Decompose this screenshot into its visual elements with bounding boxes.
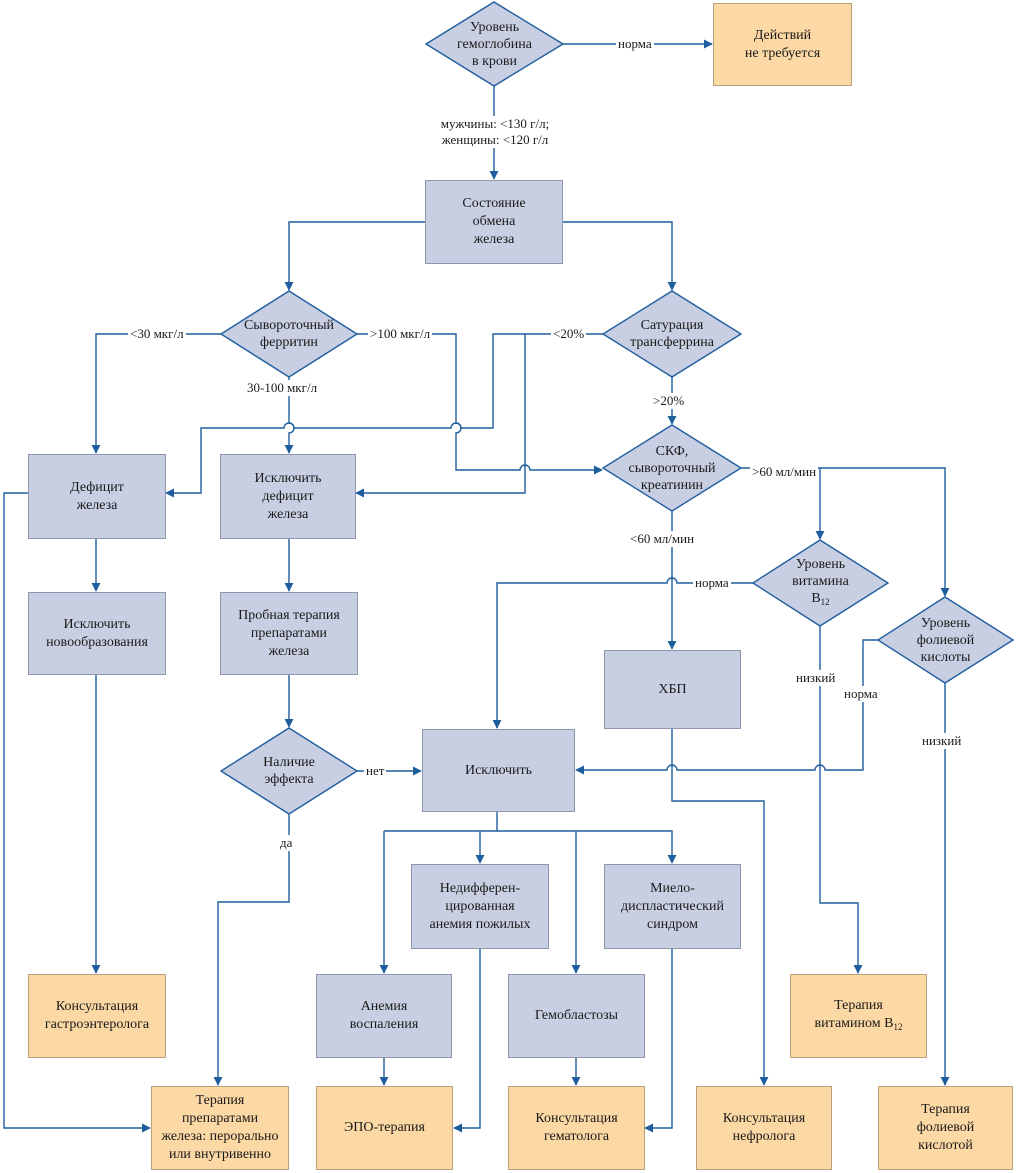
edge-ferritin-low xyxy=(91,333,221,454)
box-exclude-iron-deficiency: Исключить дефицит железа xyxy=(220,454,356,539)
label-ferritin-mid: 30-100 мкг/л xyxy=(245,380,320,396)
label-hb-norm: норма xyxy=(616,36,654,52)
box-myelodysplastic-syndrome: Миело- диспластический синдром xyxy=(604,864,741,949)
label-effect-no: нет xyxy=(364,763,387,779)
terminal-folate-therapy: Терапия фолиевой кислотой xyxy=(878,1086,1013,1170)
edge-b12-norm xyxy=(492,577,753,729)
decision-b12-level: Уровень витамина B12 xyxy=(753,540,888,626)
label-b12-low: низкий xyxy=(794,670,838,686)
terminal-gastroenterologist-consult: Консультация гастроэнтеролога xyxy=(28,974,166,1058)
label-folate-norm: норма xyxy=(842,686,880,702)
label-ferritin-low: <30 мкг/л xyxy=(128,326,186,342)
edge-tsat-low xyxy=(165,333,603,498)
b12-therapy-text: Терапия витамином B xyxy=(814,997,894,1031)
b12-level-text: Уровень витамина B xyxy=(792,556,849,606)
terminal-iron-therapy: Терапия препаратами железа: перорально и… xyxy=(151,1086,289,1170)
edge-ferritin-high xyxy=(357,333,603,475)
box-exclude: Исключить xyxy=(422,729,575,812)
decision-transferrin-saturation: Сатурация трансферрина xyxy=(630,318,714,350)
edge-effect-yes xyxy=(213,814,290,1086)
edge-iron-ferritin xyxy=(284,221,425,291)
terminal-hematologist-consult: Консультация гематолога xyxy=(508,1086,645,1170)
box-ckd: ХБП xyxy=(604,650,741,729)
decision-hemoglobin-level: Уровень гемоглобина в крови xyxy=(457,19,532,69)
box-trial-iron-therapy: Пробная терапия препаратами железа xyxy=(220,592,358,675)
label-folate-low: низкий xyxy=(920,733,964,749)
terminal-epo-therapy: ЭПО-терапия xyxy=(316,1086,453,1170)
terminal-b12-therapy: Терапия витамином B12 xyxy=(790,974,927,1058)
terminal-no-action: Действий не требуется xyxy=(713,3,852,86)
decision-serum-ferritin: Сывороточный ферритин xyxy=(243,318,335,350)
edge-mds-hemat xyxy=(644,949,673,1133)
box-undifferentiated-anemia: Недифферен- цированная анемия пожилых xyxy=(411,864,549,949)
label-ferritin-high: >100 мкг/л xyxy=(368,326,433,342)
decision-folate-level: Уровень фолиевой кислоты xyxy=(916,615,975,665)
label-tsat-high: >20% xyxy=(651,393,687,409)
decision-gfr-creatinine: СКФ, сывороточный креатинин xyxy=(628,443,716,493)
label-gfr-high: >60 мл/мин xyxy=(750,464,819,480)
edge-exclude-undiff xyxy=(384,830,677,864)
b12-level-subscript: 12 xyxy=(820,596,830,607)
edge-iron-transferrin xyxy=(563,221,677,291)
box-iron-status: Состояние обмена железа xyxy=(425,180,563,264)
edge-tsat-low-2 xyxy=(355,334,526,498)
label-tsat-low: <20% xyxy=(551,326,587,342)
connector-lines xyxy=(3,39,950,1133)
edge-ckd-nephro xyxy=(671,729,769,1086)
decision-effect-present: Наличие эффекта xyxy=(263,755,315,787)
box-exclude-neoplasm: Исключить новообразования xyxy=(28,592,166,675)
label-b12-norm: норма xyxy=(693,575,731,591)
edge-irondef-therapy xyxy=(3,492,151,1133)
box-iron-deficiency: Дефицит железа xyxy=(28,454,166,539)
label-effect-yes: да xyxy=(278,835,295,851)
terminal-nephrologist-consult: Консультация нефролога xyxy=(696,1086,832,1170)
edge-folate-norm xyxy=(575,639,878,775)
box-hemoblastosis: Гемобластозы xyxy=(508,974,645,1058)
b12-therapy-subscript: 12 xyxy=(893,1021,903,1032)
label-hb-thresholds: мужчины: <130 г/л; женщины: <120 г/л xyxy=(425,116,565,148)
box-inflammation-anemia: Анемия воспаления xyxy=(316,974,452,1058)
edge-undiff-epo xyxy=(453,949,481,1133)
label-gfr-low: <60 мл/мин xyxy=(628,531,697,547)
